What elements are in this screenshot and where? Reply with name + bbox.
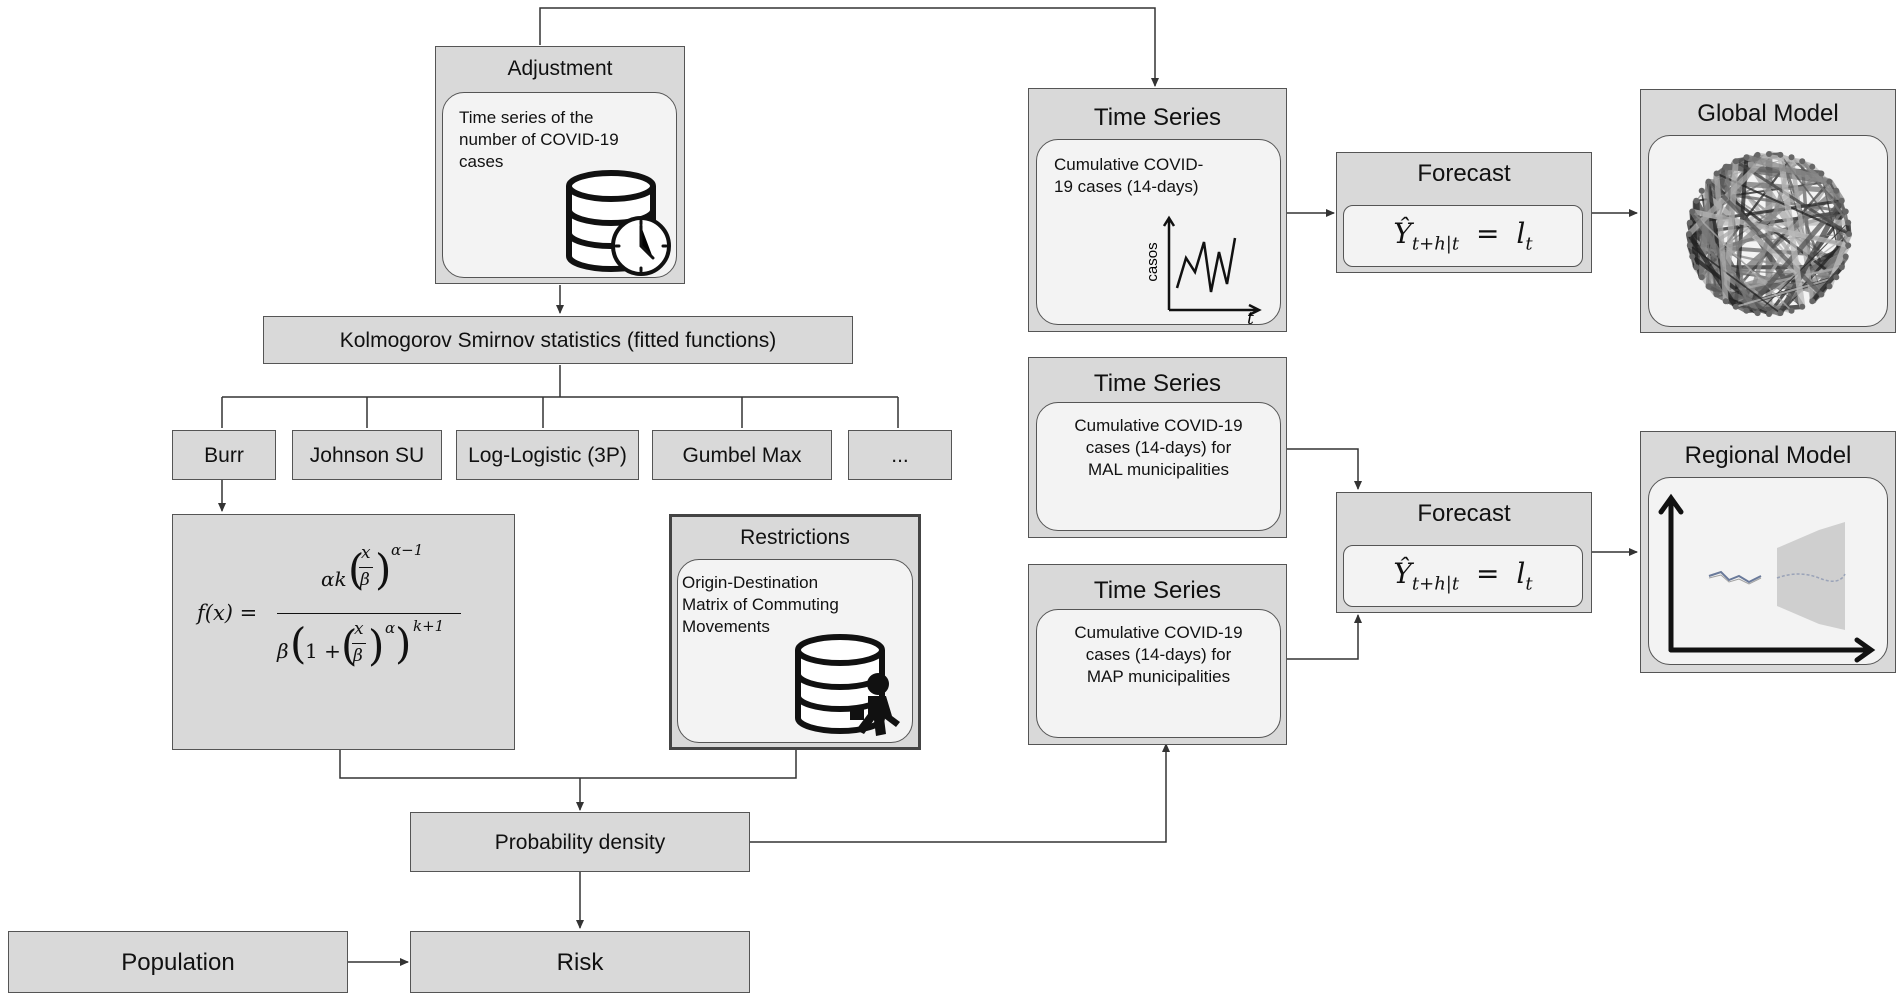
timeseries-axis-x-label: t	[1247, 309, 1254, 329]
arrow-map-to-forecast	[1287, 614, 1362, 660]
ks-branch-connector	[221, 365, 899, 428]
adjustment-title: Adjustment	[507, 57, 613, 80]
restrictions-title: Restrictions	[740, 526, 850, 549]
burr-formula-box: f(x) = αk ( x β ) α−1 β ( 1 + ( x β ) α …	[172, 514, 515, 750]
forecast-global-equation: Ŷt+h|t = lt	[1393, 217, 1533, 255]
probability-density-box: Probability density	[410, 812, 750, 872]
distribution-johnson-su: Johnson SU	[292, 430, 442, 480]
ks-statistics-label: Kolmogorov Smirnov statistics (fitted fu…	[339, 329, 777, 352]
ks-statistics-box: Kolmogorov Smirnov statistics (fitted fu…	[263, 316, 853, 364]
timeseries-global-box: Time Series Cumulative COVID- 19 cases (…	[1028, 88, 1287, 332]
population-label: Population	[121, 949, 235, 976]
forecast-global-title: Forecast	[1417, 160, 1511, 187]
forecast-regional-box: Forecast Ŷt+h|t = lt	[1336, 492, 1592, 613]
timeseries-map-description: Cumulative COVID-19 cases (14-days) for …	[1074, 623, 1243, 687]
risk-box: Risk	[410, 931, 750, 993]
timeseries-axis-y-label: casos	[1144, 242, 1161, 281]
arrow-mal-to-forecast	[1287, 448, 1362, 490]
risk-label: Risk	[556, 949, 604, 976]
global-model-box: Global Model	[1640, 89, 1896, 333]
timeseries-mal-title: Time Series	[1093, 370, 1222, 397]
timeseries-mini-chart-icon: casos t	[1144, 215, 1262, 329]
database-commuter-icon	[795, 634, 900, 736]
timeseries-mal-box: Time Series Cumulative COVID-19 cases (1…	[1028, 357, 1287, 538]
forecast-global-box: Forecast Ŷt+h|t = lt	[1336, 152, 1592, 273]
adjustment-description: Time series of the number of COVID-19 ca…	[459, 108, 619, 172]
distribution-log-logistic: Log-Logistic (3P)	[456, 430, 639, 480]
timeseries-mal-description: Cumulative COVID-19 cases (14-days) for …	[1074, 416, 1243, 480]
network-graph-icon	[1685, 150, 1853, 317]
restrictions-description: Origin-Destination Matrix of Commuting M…	[682, 573, 839, 637]
timeseries-global-description: Cumulative COVID- 19 cases (14-days)	[1054, 155, 1204, 197]
burr-formula: f(x) = αk ( x β ) α−1 β ( 1 + ( x β ) α …	[173, 515, 516, 751]
distribution-gumbel-max: Gumbel Max	[652, 430, 832, 480]
global-model-title: Global Model	[1697, 100, 1839, 127]
distribution-more: ...	[848, 430, 952, 480]
database-clock-icon	[566, 170, 671, 276]
forecast-chart-icon	[1658, 493, 1876, 663]
probability-density-label: Probability density	[494, 831, 666, 854]
regional-model-title: Regional Model	[1684, 442, 1852, 469]
timeseries-map-box: Time Series Cumulative COVID-19 cases (1…	[1028, 564, 1287, 745]
distribution-burr: Burr	[172, 430, 276, 480]
population-box: Population	[8, 931, 348, 993]
restrictions-box: Restrictions Origin-Destination Matrix o…	[669, 514, 921, 750]
regional-model-box: Regional Model	[1640, 431, 1896, 673]
forecast-regional-title: Forecast	[1417, 500, 1511, 527]
timeseries-map-title: Time Series	[1093, 577, 1222, 604]
timeseries-global-title: Time Series	[1093, 104, 1222, 131]
adjustment-box: Adjustment Time series of the number of …	[435, 46, 685, 284]
merge-to-probability-density	[339, 750, 797, 810]
forecast-regional-equation: Ŷt+h|t = lt	[1393, 557, 1533, 595]
arrow-pd-to-timeseries-map	[750, 743, 1170, 843]
arrow-adjustment-to-timeseries	[539, 7, 1159, 87]
